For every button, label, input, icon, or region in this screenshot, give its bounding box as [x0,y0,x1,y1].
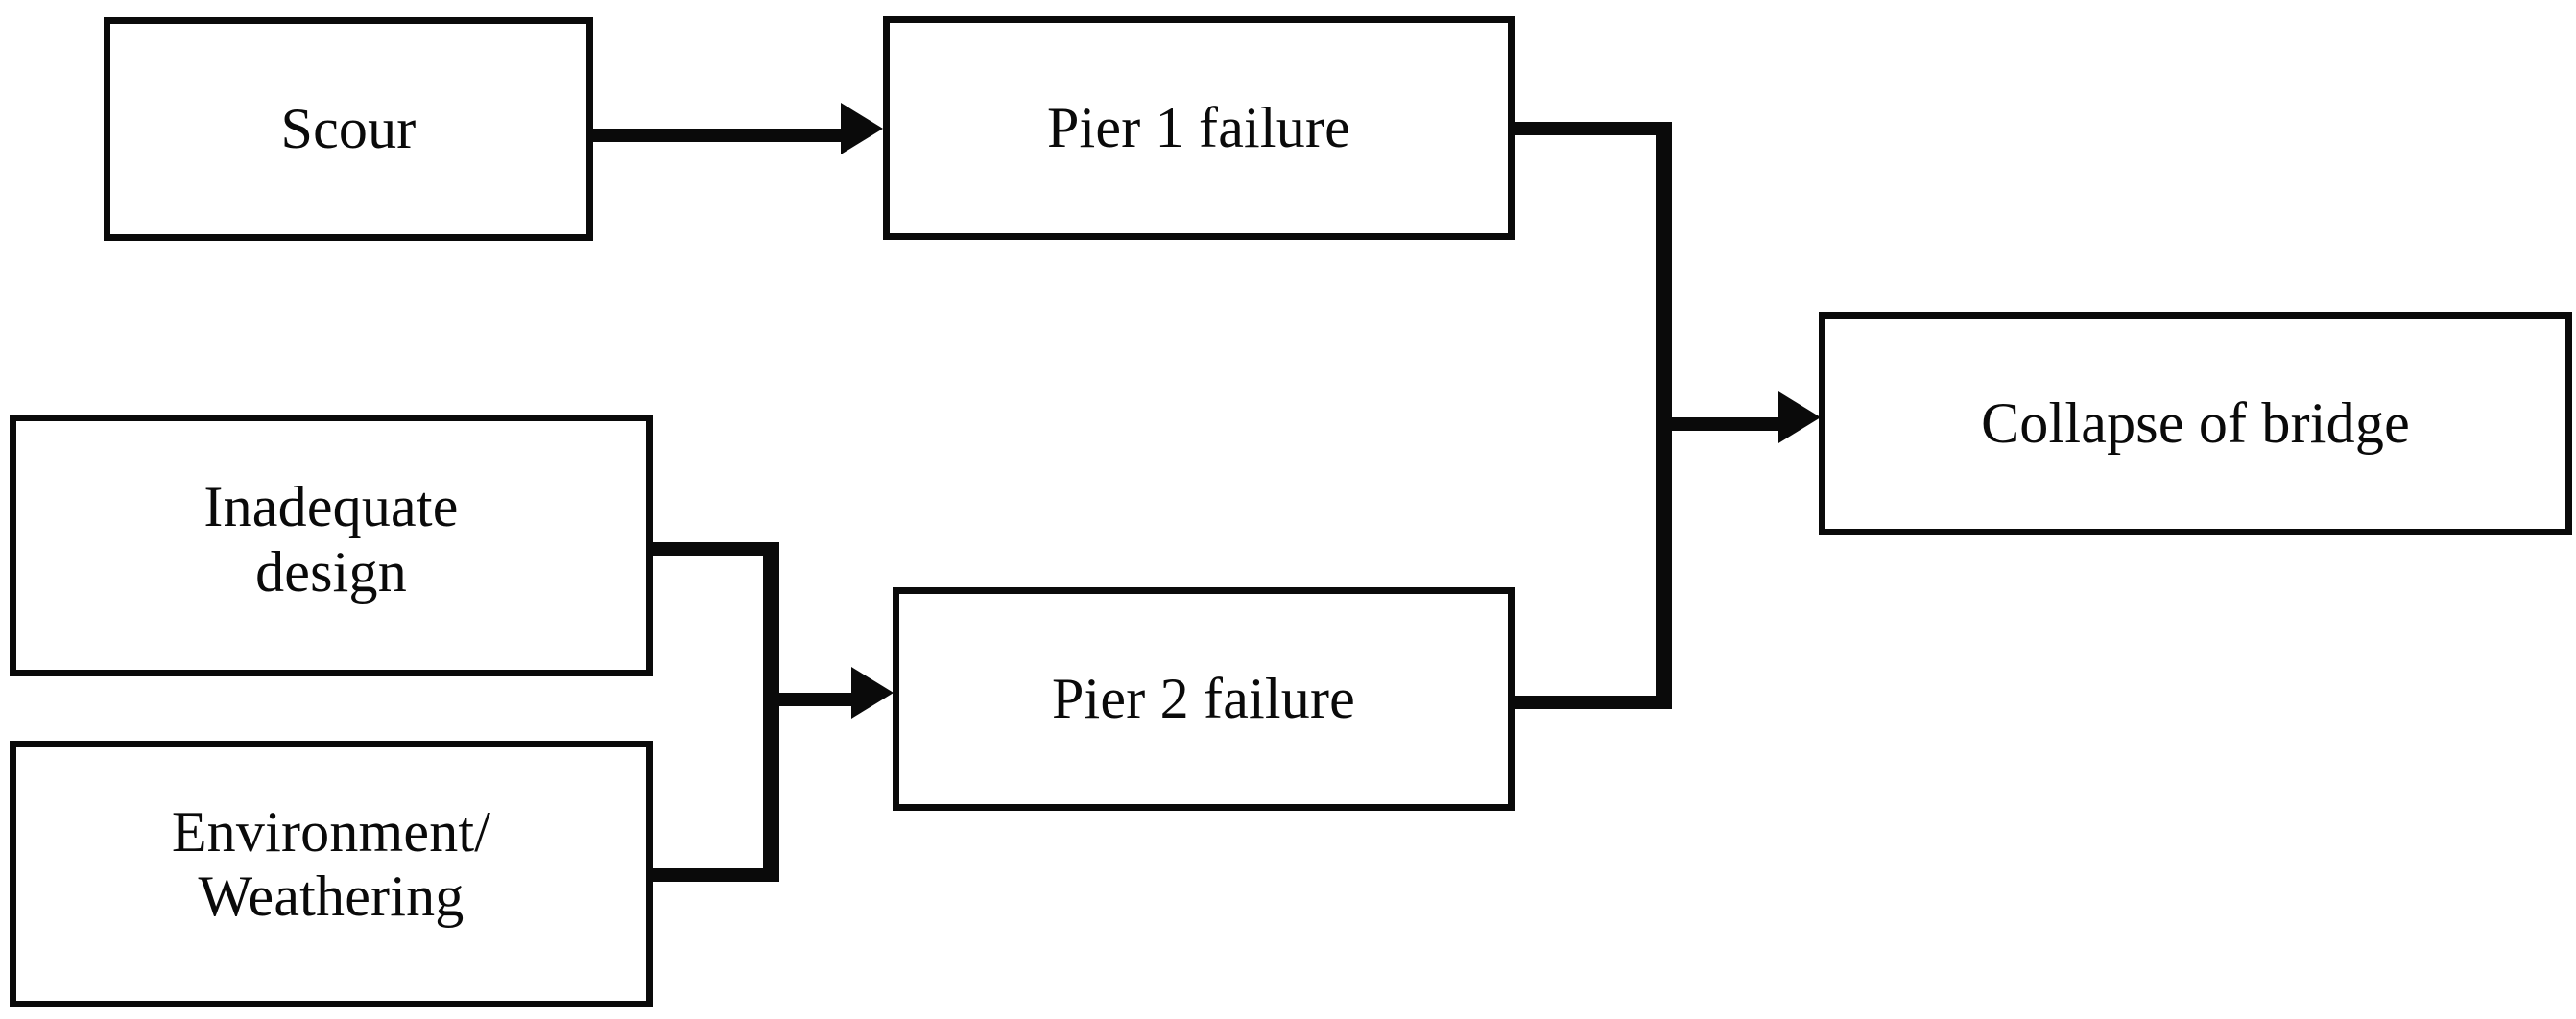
node-environment-weathering[interactable]: Environment/ Weathering [10,741,653,1007]
edge-left-merge-bus [763,542,779,882]
node-environment-weathering-label: Environment/ Weathering [171,799,491,928]
node-pier-1-failure-label: Pier 1 failure [1046,95,1350,159]
node-inadequate-design[interactable]: Inadequate design [10,415,653,676]
node-collapse-of-bridge[interactable]: Collapse of bridge [1819,312,2572,535]
edge-scour-to-pier-1-arrowhead [841,103,883,154]
node-scour[interactable]: Scour [104,17,593,241]
edge-merge-to-pier-2-line [763,693,855,706]
node-scour-label: Scour [280,96,417,160]
edge-pier-1-failure-stub [1515,122,1672,135]
edge-pier-2-failure-stub [1515,696,1672,709]
edge-environment-weathering-stub [653,868,779,882]
node-inadequate-design-label: Inadequate design [203,475,459,604]
edge-merge-to-collapse-arrowhead [1778,391,1821,443]
edge-merge-to-collapse-line [1656,417,1782,431]
node-pier-2-failure-label: Pier 2 failure [1051,666,1355,730]
node-pier-1-failure[interactable]: Pier 1 failure [883,16,1515,240]
edge-inadequate-design-stub [653,542,779,556]
edge-scour-to-pier-1-line [593,129,845,142]
node-collapse-of-bridge-label: Collapse of bridge [1981,391,2410,455]
edge-right-merge-bus [1656,122,1672,709]
node-pier-2-failure[interactable]: Pier 2 failure [893,587,1515,811]
edge-merge-to-pier-2-arrowhead [851,667,894,719]
